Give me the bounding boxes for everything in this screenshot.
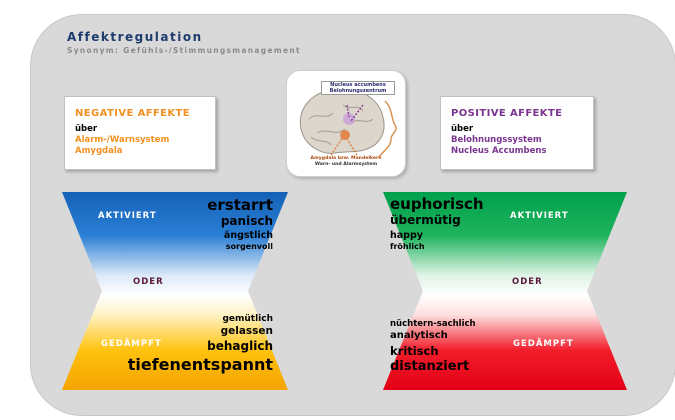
page-subtitle: Synonym: Gefühls-/Stimmungsmanagement: [67, 46, 301, 55]
brain-illustration: Nucleus accumbens Belohnungszentrum Amyg…: [286, 70, 406, 177]
negative-card-line3: Amygdala: [75, 146, 123, 156]
neg-word-panisch: panisch: [220, 214, 273, 228]
pos-word-froehlich: fröhlich: [390, 242, 425, 251]
pos-word-happy: happy: [390, 230, 423, 241]
neg-word-behaglich: behaglich: [207, 339, 273, 353]
neg-word-aengstlich: ängstlich: [223, 230, 273, 241]
page-title: Affektregulation: [67, 30, 203, 44]
neg-word-sorgenvoll: sorgenvoll: [225, 242, 273, 251]
nucleus-accumbens-label: Nucleus accumbens Belohnungszentrum: [321, 81, 395, 95]
neg-word-erstarrt: erstarrt: [207, 196, 273, 214]
negative-dampened-label: GEDÄMPFT: [101, 339, 162, 349]
positive-card-line1: über: [451, 124, 474, 134]
negative-activated-label: AKTIVIERT: [98, 211, 157, 221]
amygdala-label: Amygdala bzw. Mandelkern Warn- und Alarm…: [310, 156, 382, 167]
positive-or-label: ODER: [512, 277, 543, 287]
positive-card-line2: Belohnungssystem: [451, 135, 542, 145]
pos-word-euphorisch: euphorisch: [390, 195, 484, 213]
pos-word-uebermuetig: übermütig: [390, 213, 461, 227]
positive-activated-label: AKTIVIERT: [510, 211, 569, 221]
pos-word-nuechtern-sachlich: nüchtern-sachlich: [390, 319, 476, 329]
positive-hourglass-shape: [383, 192, 627, 390]
brain-icon: [299, 88, 397, 158]
negative-or-label: ODER: [133, 277, 164, 287]
neg-word-gelassen: gelassen: [220, 325, 273, 337]
negative-hourglass-shape: [62, 192, 288, 390]
pos-word-analytisch: analytisch: [390, 330, 448, 341]
positive-dampened-label: GEDÄMPFT: [513, 339, 574, 349]
negative-affects-card: NEGATIVE AFFEKTE über Alarm-/Warnsystem …: [64, 96, 216, 170]
negative-card-heading: NEGATIVE AFFEKTE: [75, 108, 190, 119]
positive-affects-card: POSITIVE AFFEKTE über Belohnungssystem N…: [440, 96, 594, 170]
neg-word-tiefenentspannt: tiefenentspannt: [127, 355, 273, 374]
neg-word-gemuetlich: gemütlich: [222, 314, 273, 324]
negative-card-line1: über: [75, 124, 98, 134]
pos-word-distanziert: distanziert: [390, 359, 470, 374]
negative-card-line2: Alarm-/Warnsystem: [75, 135, 170, 145]
positive-card-heading: POSITIVE AFFEKTE: [451, 108, 563, 119]
positive-card-line3: Nucleus Accumbens: [451, 146, 547, 156]
pos-word-kritisch: kritisch: [390, 344, 439, 358]
